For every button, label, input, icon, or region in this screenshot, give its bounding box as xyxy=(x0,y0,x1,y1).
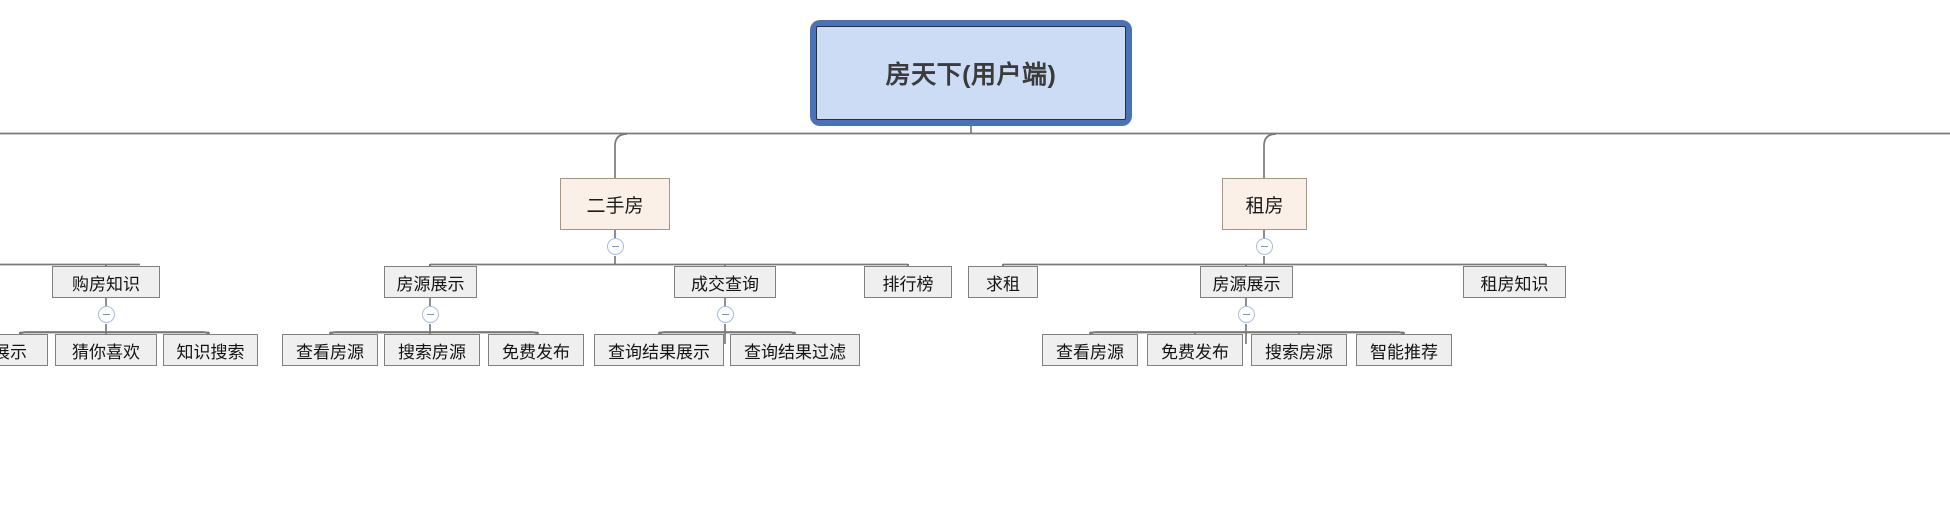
leaf-node-chakanfangyuan-ershoufang[interactable]: 查看房源 xyxy=(282,334,378,366)
root-node[interactable]: 房天下(用户端) xyxy=(810,20,1132,126)
leaf-node-sousuofangyuan-zufang[interactable]: 搜索房源 xyxy=(1251,334,1347,366)
leaf-node-chaxunjieguoguolv[interactable]: 查询结果过滤 xyxy=(730,334,860,366)
node-chengjiaochaxun[interactable]: 成交查询 xyxy=(674,266,776,298)
leaf-node-cainixihuan[interactable]: 猜你喜欢 xyxy=(55,334,157,366)
collapse-toggle-goufangzhishi[interactable] xyxy=(97,306,115,323)
collapse-toggle-zufang[interactable] xyxy=(1255,238,1273,255)
node-qiuzu[interactable]: 求租 xyxy=(968,266,1038,298)
branch-node-ershoufang[interactable]: 二手房 xyxy=(560,178,670,230)
leaf-node-zhinengtuijian[interactable]: 智能推荐 xyxy=(1356,334,1452,366)
collapse-toggle-fangyuanzhanshi-zufang[interactable] xyxy=(1237,306,1255,323)
collapse-toggle-fangyuanzhanshi-ershoufang[interactable] xyxy=(421,306,439,323)
node-fangyuanzhanshi-ershoufang[interactable]: 房源展示 xyxy=(384,266,477,298)
leaf-node-mianfeifabu-zufang[interactable]: 免费发布 xyxy=(1147,334,1243,366)
node-goufangzhishi[interactable]: 购房知识 xyxy=(52,266,160,298)
node-zufangzhishi[interactable]: 租房知识 xyxy=(1463,266,1566,298)
leaf-node-mianfeifabu-ershoufang[interactable]: 免费发布 xyxy=(488,334,584,366)
collapse-toggle-chengjiaochaxun[interactable] xyxy=(716,306,734,323)
leaf-node-zhishisousuo[interactable]: 知识搜索 xyxy=(163,334,258,366)
collapse-toggle-ershoufang[interactable] xyxy=(606,238,624,255)
leaf-node-chakanfangyuan-zufang[interactable]: 查看房源 xyxy=(1042,334,1138,366)
leaf-node-sousuofangyuan-ershoufang[interactable]: 搜索房源 xyxy=(384,334,480,366)
root-node-label: 房天下(用户端) xyxy=(816,26,1126,120)
branch-node-zufang[interactable]: 租房 xyxy=(1222,178,1307,230)
node-fangyuanzhanshi-zufang[interactable]: 房源展示 xyxy=(1200,266,1293,298)
leaf-node-chaxunjieguozhanshi[interactable]: 查询结果展示 xyxy=(594,334,724,366)
node-paihangbang[interactable]: 排行榜 xyxy=(864,266,952,298)
leaf-node-zhanshi[interactable]: 展示 xyxy=(0,334,48,366)
